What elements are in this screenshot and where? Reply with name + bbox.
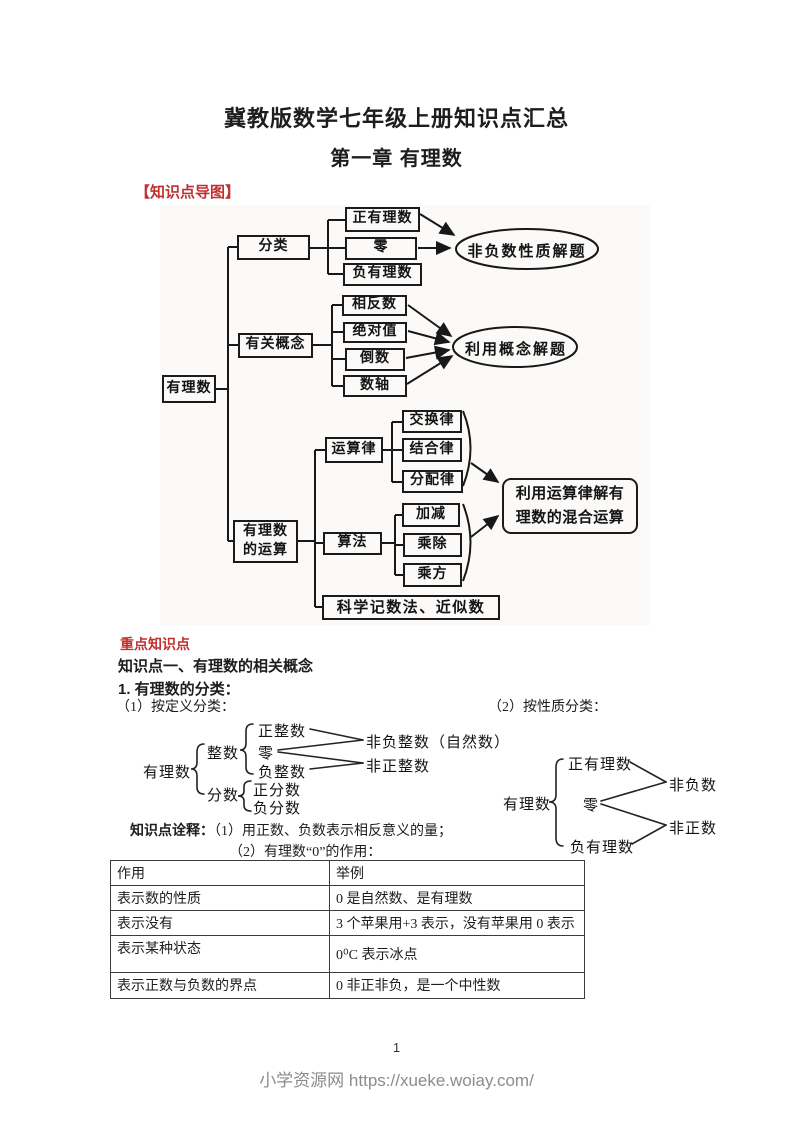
key-points-label: 重点知识点 (120, 636, 190, 652)
definition-classification-label: （1）按定义分类： (116, 700, 235, 715)
table-row: 表示没有 3 个苹果用+3 表示，没有苹果用 0 表示 (110, 910, 585, 936)
def-tree-positive-fractions: 正分数 (253, 783, 302, 799)
notes-text1: （1）用正数、负数表示相反意义的量； (214, 824, 452, 839)
node-scientific-notation: 科学记数法、近似数 (322, 595, 500, 620)
mindmap-section-label: 【知识点导图】 (135, 184, 241, 201)
point1-title: 知识点一、有理数的相关概念 (118, 658, 314, 675)
prop-tree-negative-rationals: 负有理数 (570, 840, 635, 856)
node-algorithms: 算法 (323, 532, 382, 555)
ellipse-nonnegative-property-solving: 非负数性质解题 (467, 244, 587, 260)
node-positive-rational: 正有理数 (345, 207, 420, 232)
table-header-example: 举例 (329, 860, 585, 886)
prop-tree-nonnegative: 非负数 (669, 778, 718, 794)
table-row: 表示正数与负数的界点 0 非正非负，是一个中性数 (110, 972, 585, 999)
node-absolute-value: 绝对值 (343, 322, 407, 343)
def-tree-negative-fractions: 负分数 (253, 801, 302, 817)
notes-line1: 知识点诠释：（1）用正数、负数表示相反意义的量； (130, 820, 452, 840)
table-row: 表示数的性质 0 是自然数、是有理数 (110, 885, 585, 911)
footer-url-link[interactable]: https://xueke.woiay.com/ (348, 1071, 534, 1090)
footer-site-name: 小学资源网 (259, 1071, 345, 1090)
node-mixed-operations-result: 利用运算律解有理数的混合运算 (502, 478, 638, 534)
prop-tree-nonpositive: 非正数 (669, 821, 718, 837)
def-tree-fractions: 分数 (207, 788, 240, 804)
def-tree-root: 有理数 (143, 765, 192, 781)
def-tree-nonnegative-integers: 非负整数（自然数） (366, 735, 511, 751)
property-tree-figure: 有理数 正有理数 零 负有理数 非负数 非正数 (470, 740, 770, 865)
property-classification-label: （2）按性质分类： (488, 700, 607, 715)
notes-line2: （2）有理数“0”的作用： (229, 845, 382, 860)
node-operation-laws: 运算律 (325, 437, 383, 463)
item1-title: 1. 有理数的分类： (118, 681, 240, 698)
table-cell-usage: 表示某种状态 (110, 935, 330, 973)
property-tree-lines (548, 758, 667, 847)
node-reciprocal: 倒数 (345, 348, 405, 371)
def-tree-positive-integers: 正整数 (258, 724, 307, 740)
def-tree-zero: 零 (258, 746, 275, 762)
definition-tree-figure: 有理数 整数 正整数 零 负整数 非负整数（自然数） 非正整数 分数 正分数 负… (110, 710, 510, 822)
table-header-row: 作用 举例 (110, 860, 585, 886)
table-cell-usage: 表示没有 (110, 910, 330, 936)
table-row: 表示某种状态 0⁰C 表示冰点 (110, 935, 585, 973)
table-cell-example: 0 是自然数、是有理数 (329, 885, 585, 911)
table-cell-example: 3 个苹果用+3 表示，没有苹果用 0 表示 (329, 910, 585, 936)
prop-tree-root: 有理数 (503, 797, 552, 813)
page-title: 冀教版数学七年级上册知识点汇总 (223, 106, 569, 131)
table-cell-example: 0⁰C 表示冰点 (329, 935, 585, 973)
node-distributive-law: 分配律 (402, 470, 463, 493)
node-classification: 分类 (237, 235, 310, 260)
definition-tree-lines (190, 723, 364, 812)
node-number-axis: 数轴 (343, 375, 407, 397)
node-multiply-divide: 乘除 (403, 533, 462, 557)
node-opposite-number: 相反数 (342, 295, 407, 316)
table-cell-usage: 表示正数与负数的界点 (110, 972, 330, 999)
page-number: 1 (392, 1040, 401, 1055)
node-add-subtract: 加减 (402, 503, 460, 527)
table-cell-example: 0 非正非负，是一个中性数 (329, 972, 585, 999)
notes-label: 知识点诠释： (130, 822, 214, 838)
node-related-concepts: 有关概念 (238, 333, 313, 358)
node-commutative-law: 交换律 (402, 410, 462, 433)
zero-usage-table: 作用 举例 表示数的性质 0 是自然数、是有理数 表示没有 3 个苹果用+3 表… (110, 860, 585, 999)
node-associative-law: 结合律 (402, 438, 462, 462)
node-power: 乘方 (403, 563, 462, 587)
def-tree-integers: 整数 (207, 746, 240, 762)
table-cell-usage: 表示数的性质 (110, 885, 330, 911)
node-negative-rational: 负有理数 (343, 263, 422, 286)
node-rational-operations: 有理数的运算 (233, 520, 298, 563)
ellipse-concept-solving: 利用概念解题 (464, 342, 567, 358)
knowledge-map-figure: 有理数 分类 正有理数 零 负有理数 非负数性质解题 有关概念 相反数 绝对值 … (160, 205, 650, 625)
prop-tree-positive-rationals: 正有理数 (568, 757, 633, 773)
node-rational-numbers: 有理数 (162, 375, 216, 403)
mindmap-connectors (216, 213, 599, 608)
def-tree-negative-integers: 负整数 (258, 765, 307, 781)
def-tree-nonpositive-integers: 非正整数 (366, 759, 431, 775)
footer: 小学资源网 https://xueke.woiay.com/ (0, 1066, 793, 1091)
prop-tree-zero: 零 (583, 798, 600, 814)
chapter-title: 第一章 有理数 (330, 148, 463, 170)
node-zero: 零 (345, 237, 417, 260)
table-header-usage: 作用 (110, 860, 330, 886)
